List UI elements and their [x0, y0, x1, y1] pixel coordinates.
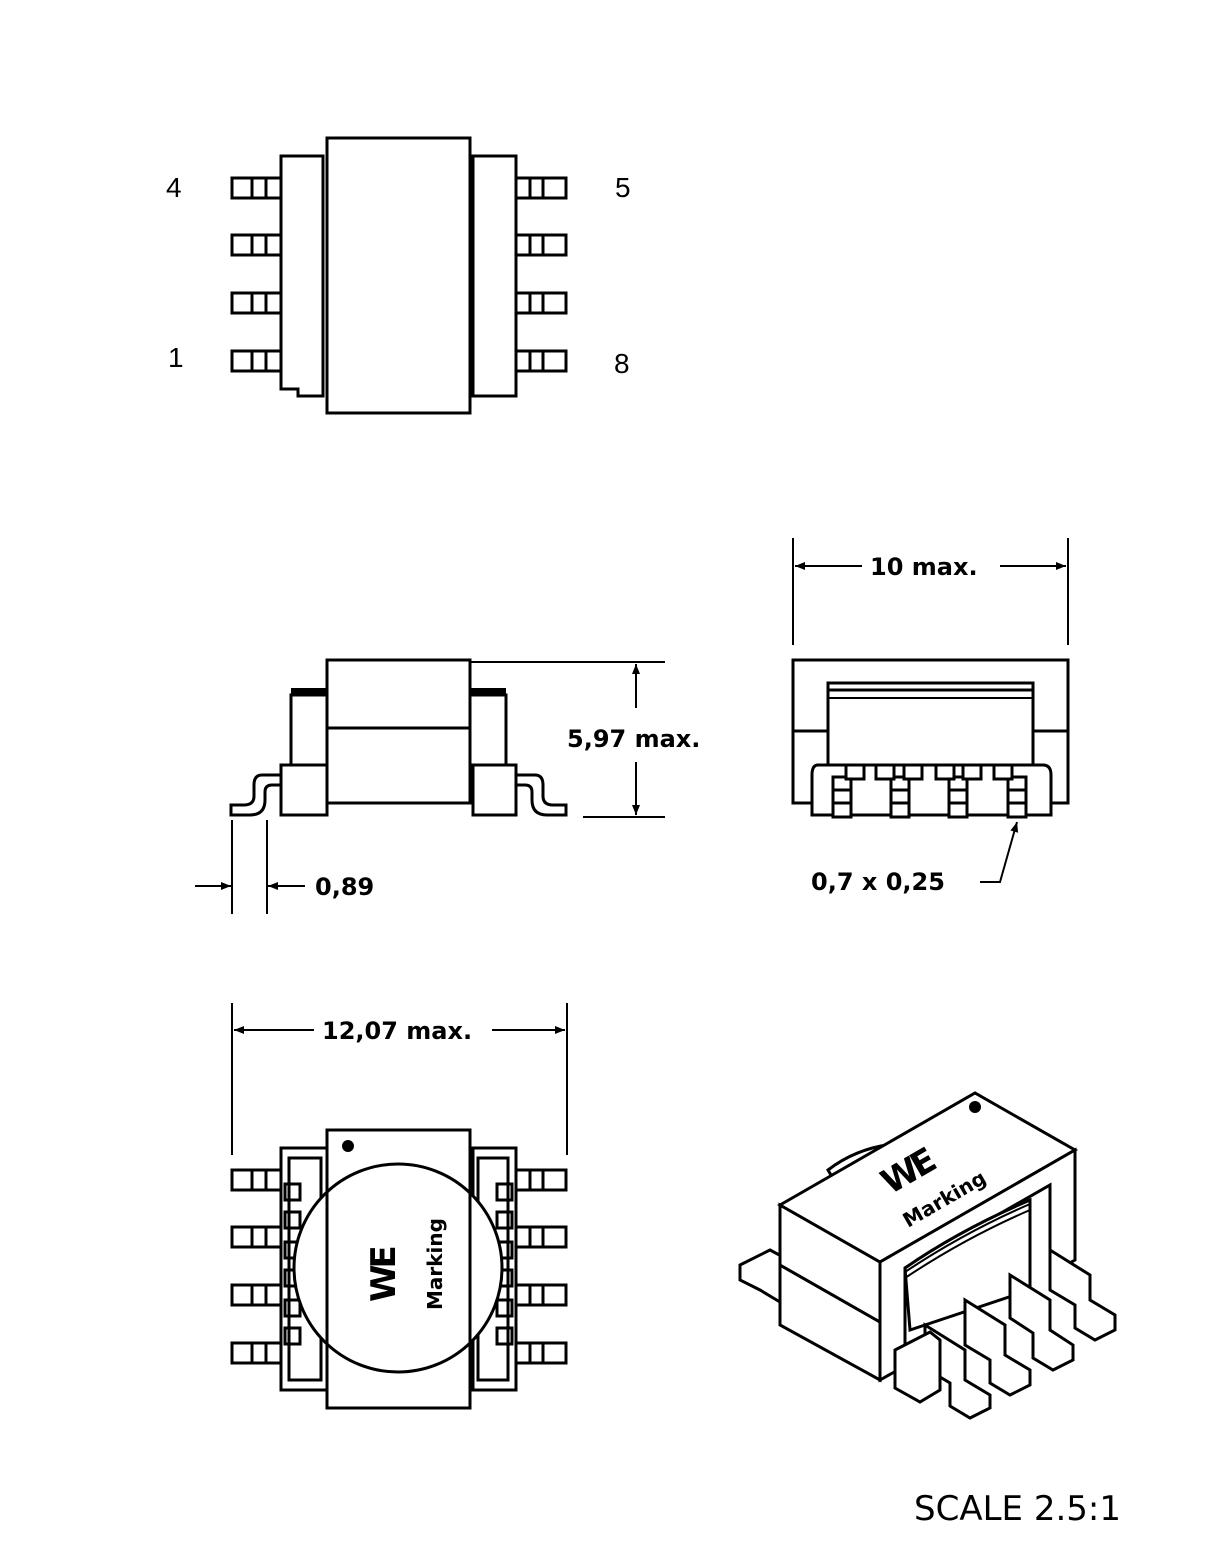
pad-left: [283, 1298, 302, 1318]
length-dim-label: 12,07 max.: [322, 1017, 472, 1045]
pin-right: [516, 233, 568, 257]
core-bottom: [325, 1128, 472, 1410]
pin-left: [230, 291, 281, 315]
end-view-leads: [831, 763, 1028, 819]
pin-right: [516, 1341, 568, 1365]
pin-right: [516, 349, 568, 373]
left-flange-cap: [291, 688, 327, 696]
pin-left: [230, 233, 281, 257]
pin-right: [516, 1168, 568, 1192]
right-bobbin-flange: [471, 154, 518, 398]
pitch-dim-label: 0,89: [315, 873, 374, 901]
end-view: 10 max. 0,7 x 0,25: [791, 538, 1070, 896]
pin-left: [230, 176, 281, 200]
end-pad: [844, 763, 866, 781]
end-pad: [902, 763, 924, 781]
pad-left: [283, 1182, 302, 1202]
top-view: 4 1 5 8: [166, 136, 631, 415]
lead-dim-label: 0,7 x 0,25: [811, 868, 945, 896]
right-lead-block: [471, 763, 518, 817]
lead-base: [810, 763, 1053, 817]
iso-front-lead-block: [893, 1330, 942, 1404]
pin-left: [230, 1341, 281, 1365]
winding-circle: [292, 1162, 504, 1374]
iso-right-lead-4: [1048, 1247, 1117, 1342]
pin-right: [516, 1225, 568, 1249]
end-lead: [947, 775, 969, 819]
pin-label-1: 1: [168, 342, 184, 373]
bobbin-end: [826, 681, 1035, 775]
right-flange-cap: [470, 688, 506, 696]
iso-winding-lines: [904, 1203, 1031, 1279]
pin-left: [230, 349, 281, 373]
pad-left: [283, 1326, 302, 1346]
pad-right: [495, 1210, 514, 1230]
pin-label-8: 8: [614, 348, 630, 379]
pin-right: [516, 291, 568, 315]
iso-right-lead-3: [1008, 1272, 1075, 1372]
pin-left: [230, 1225, 281, 1249]
iso-right-lead-2: [963, 1297, 1032, 1397]
iso-winding-front: [903, 1197, 1032, 1333]
pad-right: [495, 1326, 514, 1346]
left-bobbin-flange: [279, 154, 325, 398]
end-lead: [1006, 775, 1028, 819]
right-gull-lead: [516, 773, 568, 817]
bottom-view: 12,07 max. WE Marking: [230, 1003, 568, 1410]
end-pad: [934, 763, 956, 781]
pad-right: [495, 1298, 514, 1318]
scale-label: SCALE 2.5:1: [914, 1489, 1121, 1529]
pin-left: [230, 1283, 281, 1307]
left-gull-lead: [229, 773, 281, 817]
end-pad: [992, 763, 1014, 781]
pin1-dot: [342, 1140, 354, 1152]
iso-pin1-dot: [969, 1101, 981, 1113]
core-side: [325, 658, 472, 805]
width-dim-label: 10 max.: [870, 553, 978, 581]
pad-left: [283, 1210, 302, 1230]
left-lead-block: [279, 763, 329, 817]
top-view-pins: [230, 176, 568, 373]
right-flange-side: [468, 693, 508, 767]
side-view: 5,97 max. 0,89: [195, 658, 700, 914]
marking-label: Marking: [423, 1218, 447, 1310]
end-lead: [889, 775, 911, 819]
end-lead: [831, 775, 853, 819]
pad-right: [495, 1182, 514, 1202]
pin-right: [516, 176, 568, 200]
pin-right: [516, 1283, 568, 1307]
pin-label-5: 5: [615, 172, 631, 203]
we-logo: WE: [364, 1247, 404, 1302]
pin-label-4: 4: [166, 172, 182, 203]
height-dim-label: 5,97 max.: [567, 725, 700, 753]
lead-leader-line: [980, 821, 1019, 883]
pin-left: [230, 1168, 281, 1192]
end-pad: [961, 763, 983, 781]
isometric-view: WE Marking: [738, 1091, 1117, 1420]
iso-left-lead: [738, 1248, 787, 1308]
core-body: [325, 136, 472, 415]
left-flange-side: [289, 693, 329, 767]
end-pad: [874, 763, 896, 781]
